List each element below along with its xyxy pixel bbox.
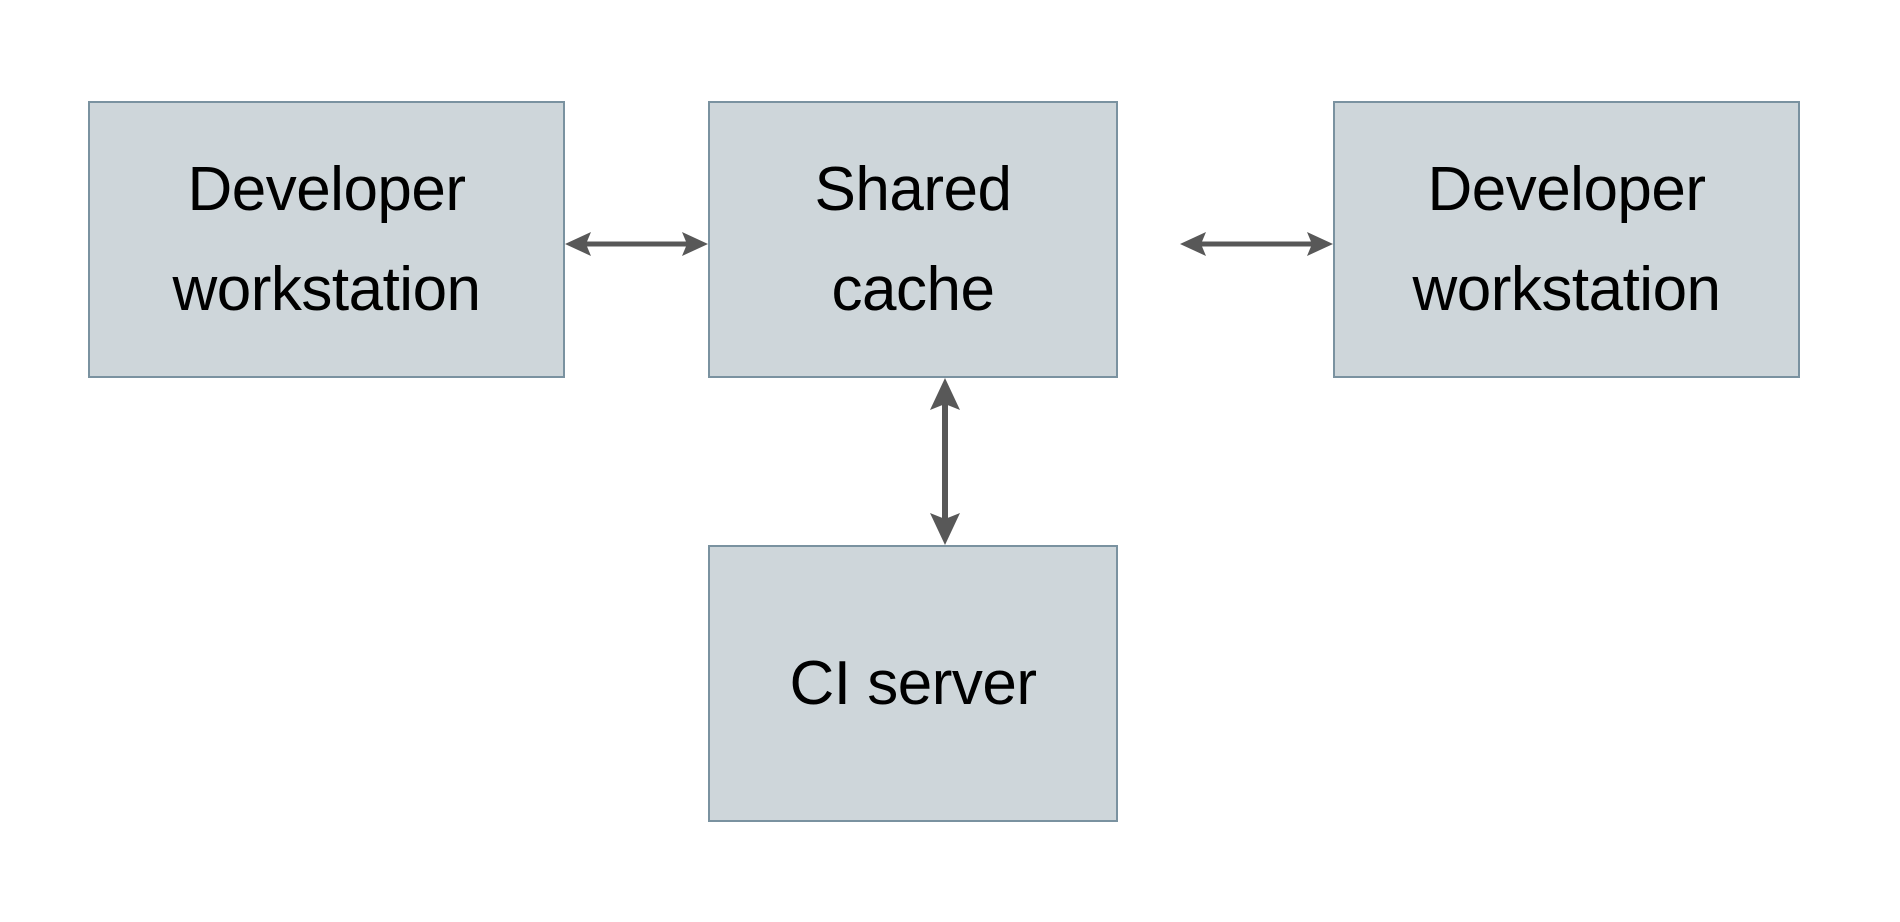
edge-left-workstation-to-shared-cache [565,229,708,259]
double-arrow-icon [565,232,708,256]
edge-shared-cache-to-right-workstation [1180,229,1333,259]
double-arrow-icon [930,378,960,545]
double-arrow-icon [1180,232,1333,256]
node-shared-cache[interactable]: Shared cache [708,101,1118,378]
node-label: CI server [789,648,1037,718]
node-label: Developer workstation [172,154,481,324]
node-ci-server[interactable]: CI server [708,545,1118,822]
node-label: Developer workstation [1412,154,1721,324]
node-developer-workstation-right[interactable]: Developer workstation [1333,101,1800,378]
node-developer-workstation-left[interactable]: Developer workstation [88,101,565,378]
node-label: Shared cache [814,154,1012,324]
edge-ci-server-to-shared-cache [917,378,973,545]
